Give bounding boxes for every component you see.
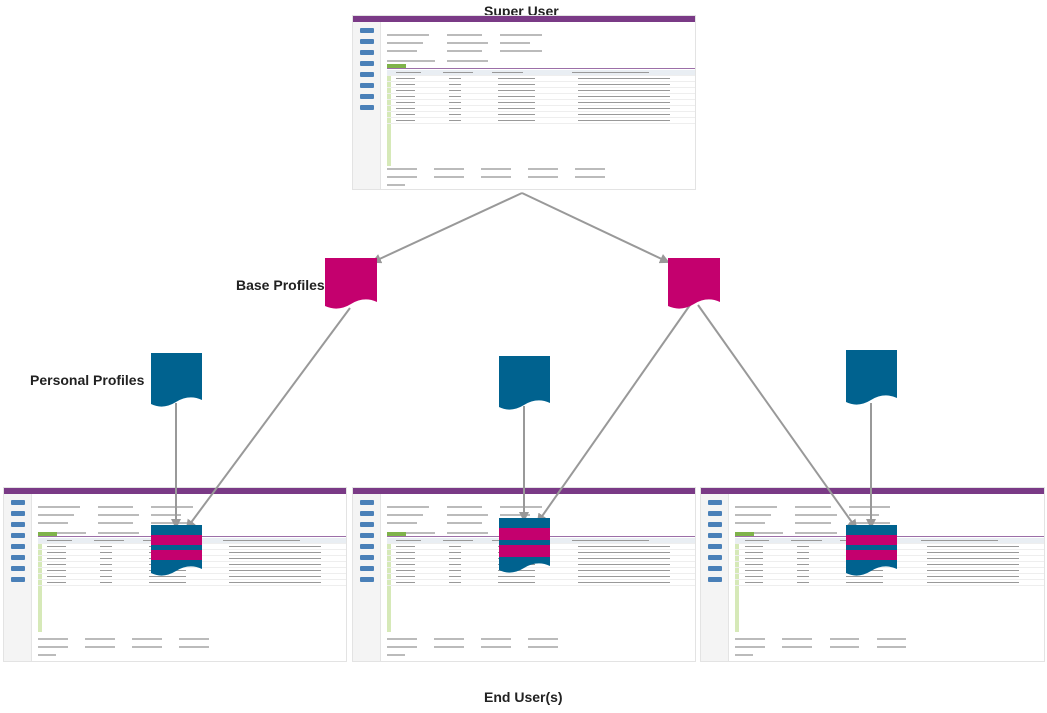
data-grid: [387, 70, 695, 124]
merged-profile-doc-2: [499, 518, 550, 573]
app-sidebar: [701, 494, 730, 661]
footer-totals: [38, 636, 332, 660]
personal-profile-doc-3: [846, 350, 897, 405]
tab-strip: [387, 64, 695, 69]
personal-profiles-label: Personal Profiles: [30, 372, 145, 388]
app-header-bar: [701, 488, 1044, 494]
base-profiles-label: Base Profiles: [236, 277, 325, 293]
base-profile-doc-1: [325, 258, 377, 309]
form-fields: [387, 32, 685, 66]
app-header-bar: [353, 16, 695, 22]
app-sidebar: [353, 22, 382, 189]
arrow-base-2-to-merged-2: [536, 304, 691, 524]
arrow-super-to-base-1: [371, 192, 523, 264]
app-sidebar: [353, 494, 382, 661]
footer-totals: [735, 636, 1030, 660]
arrow-base-2-to-merged-3: [697, 304, 858, 530]
base-profile-doc-2: [668, 258, 720, 309]
merged-profile-doc-1: [151, 525, 202, 576]
arrow-base-1-to-merged-1: [185, 307, 351, 530]
selection-bar: [387, 70, 391, 166]
personal-profile-doc-1: [151, 353, 202, 407]
footer-totals: [387, 636, 681, 660]
merged-profile-doc-3: [846, 525, 897, 576]
arrow-super-to-base-2: [521, 192, 670, 264]
end-users-label: End User(s): [484, 689, 563, 705]
super-user-screen: [352, 15, 696, 190]
personal-profile-doc-2: [499, 356, 550, 410]
app-sidebar: [4, 494, 33, 661]
footer-totals: [387, 166, 681, 189]
